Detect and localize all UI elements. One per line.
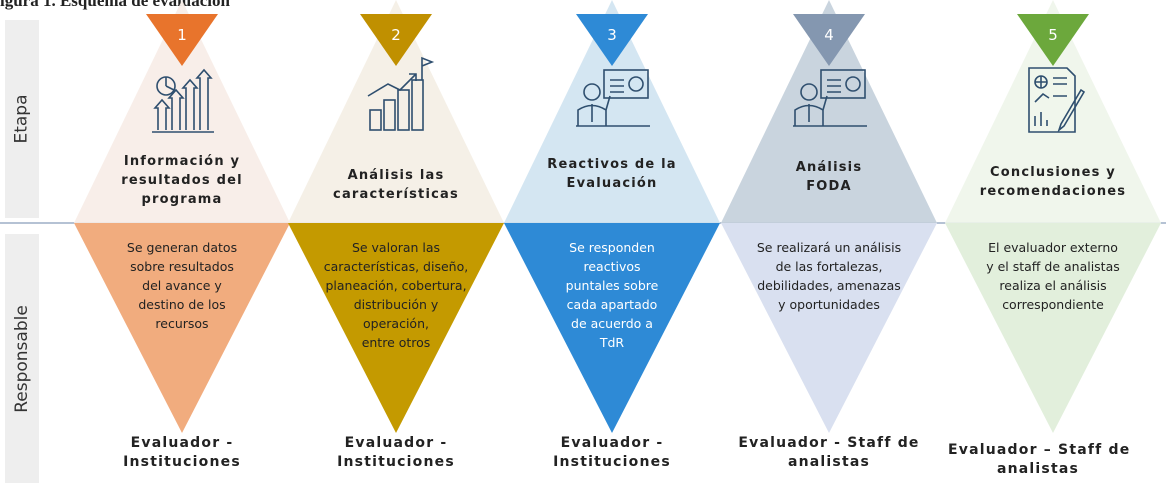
stage-number: 3: [607, 26, 617, 44]
stage-responsible-line: analistas: [787, 454, 871, 470]
stage-number: 5: [1048, 26, 1058, 44]
stage-description-line: debilidades, amenazas: [757, 278, 901, 293]
report-document-icon: [1028, 67, 1086, 133]
stage-responsible-line: Evaluador - Staff de: [738, 435, 920, 451]
stage-description-line: de acuerdo a: [571, 316, 653, 331]
stage-lower-triangle: [74, 223, 290, 433]
stage-title-line: Evaluación: [566, 176, 658, 191]
stage-upper-triangle: [504, 0, 720, 223]
stage-title-line: características: [333, 187, 459, 202]
stage-description-line: características, diseño,: [323, 259, 469, 274]
stage-description-line: planeación, cobertura,: [325, 278, 467, 293]
stage-title: Reactivos de la Evaluación: [522, 155, 702, 193]
presenter-board-icon: [576, 69, 650, 127]
stage-number-marker: [793, 14, 865, 66]
stage-title-line: recomendaciones: [979, 184, 1127, 199]
stage-title-line: programa: [141, 192, 223, 207]
stage-number-marker: [576, 14, 648, 66]
stage-lower-triangle: [504, 223, 720, 433]
stage-responsible: Evaluador – Staff de analistas: [948, 441, 1131, 479]
stage-description: Se valoran las características, diseño, pl…: [301, 238, 491, 352]
stage-title-line: FODA: [806, 179, 852, 194]
stage-responsible-line: Instituciones: [123, 454, 241, 470]
stage-title-line: Análisis las: [347, 168, 445, 183]
stage-number-marker: [1017, 14, 1089, 66]
stage-responsible-line: analistas: [996, 461, 1080, 477]
stage-description: El evaluador externo y el staff de analis…: [958, 238, 1148, 314]
stage-description-line: sobre resultados: [130, 259, 234, 274]
stage-number-marker: [146, 14, 218, 66]
stage-title: Conclusiones y recomendaciones: [963, 163, 1143, 201]
stage-title: Análisis las características: [306, 166, 486, 204]
stage-description-line: de las fortalezas,: [775, 259, 883, 274]
stage-description: Se responden reactivos puntales sobre cada …: [517, 238, 707, 352]
row-label-etapa: Etapa: [5, 20, 39, 218]
figure-caption: igura 1. Esquema de evaluación: [0, 0, 230, 10]
stage-number: 1: [177, 26, 187, 44]
stage-description-line: puntales sobre: [565, 278, 659, 293]
row-label-responsable: Responsable: [5, 234, 39, 483]
stage-description-line: correspondiente: [1002, 297, 1104, 312]
stage-description-line: realiza el análisis: [999, 278, 1107, 293]
stage-description: Se realizará un análisis de las fortaleza…: [734, 238, 924, 314]
stage-title: Información y resultados del programa: [92, 152, 272, 209]
stage-responsible: Evaluador - Instituciones: [291, 434, 501, 472]
stage-responsible-line: Instituciones: [337, 454, 455, 470]
stage-description-line: destino de los: [138, 297, 226, 312]
stage-upper-triangle: [288, 0, 504, 223]
stage-number: 2: [391, 26, 401, 44]
stage-description-line: reactivos: [583, 259, 641, 274]
stage-responsible: Evaluador - Staff de analistas: [724, 434, 934, 472]
stage-number: 4: [824, 26, 834, 44]
bar-chart-arrows-icon: [152, 68, 214, 133]
stage-description-line: Se valoran las: [351, 240, 441, 255]
stage-description-line: y el staff de analistas: [986, 259, 1120, 274]
stage-title-line: resultados del: [121, 173, 243, 188]
stage-responsible-line: Evaluador -: [344, 435, 448, 451]
stage-lower-triangle: [288, 223, 504, 433]
stage-description-line: TdR: [599, 335, 625, 350]
stage-responsible-line: Evaluador -: [130, 435, 234, 451]
stage-description-line: operación,: [363, 316, 429, 331]
stage-description: Se generan datos sobre resultados del avan…: [87, 238, 277, 333]
stage-description-line: Se responden: [569, 240, 655, 255]
stage-upper-triangle: [945, 0, 1161, 223]
stage-description-line: cada apartado: [566, 297, 658, 312]
stage-description-line: y oportunidades: [778, 297, 880, 312]
stage-responsible-line: Evaluador – Staff de: [948, 442, 1131, 458]
stage-number-marker: [360, 14, 432, 66]
stage-lower-triangle: [945, 223, 1161, 433]
stage-description-line: El evaluador externo: [988, 240, 1118, 255]
stage-title-line: Información y: [123, 154, 241, 169]
stage-responsible: Evaluador - Instituciones: [77, 434, 287, 472]
stage-lower-triangle: [721, 223, 937, 433]
stage-description-line: Se realizará un análisis: [756, 240, 902, 255]
stage-responsible-line: Evaluador -: [560, 435, 664, 451]
stage-upper-triangle: [74, 0, 290, 223]
presenter-board-icon: [793, 69, 867, 127]
stage-upper-triangle: [721, 0, 937, 223]
stage-title-line: Análisis: [795, 160, 863, 175]
stage-description-line: distribución y: [353, 297, 439, 312]
stage-responsible-line: Instituciones: [553, 454, 671, 470]
growth-chart-flag-icon: [367, 56, 435, 131]
stage-description-line: Se generan datos: [126, 240, 238, 255]
stage-description-line: recursos: [155, 316, 209, 331]
stage-title-line: Conclusiones y: [990, 165, 1116, 180]
stage-title-line: Reactivos de la: [547, 157, 677, 172]
stage-responsible: Evaluador - Instituciones: [507, 434, 717, 472]
stage-description-line: del avance y: [142, 278, 222, 293]
stage-description-line: entre otros: [361, 335, 431, 350]
